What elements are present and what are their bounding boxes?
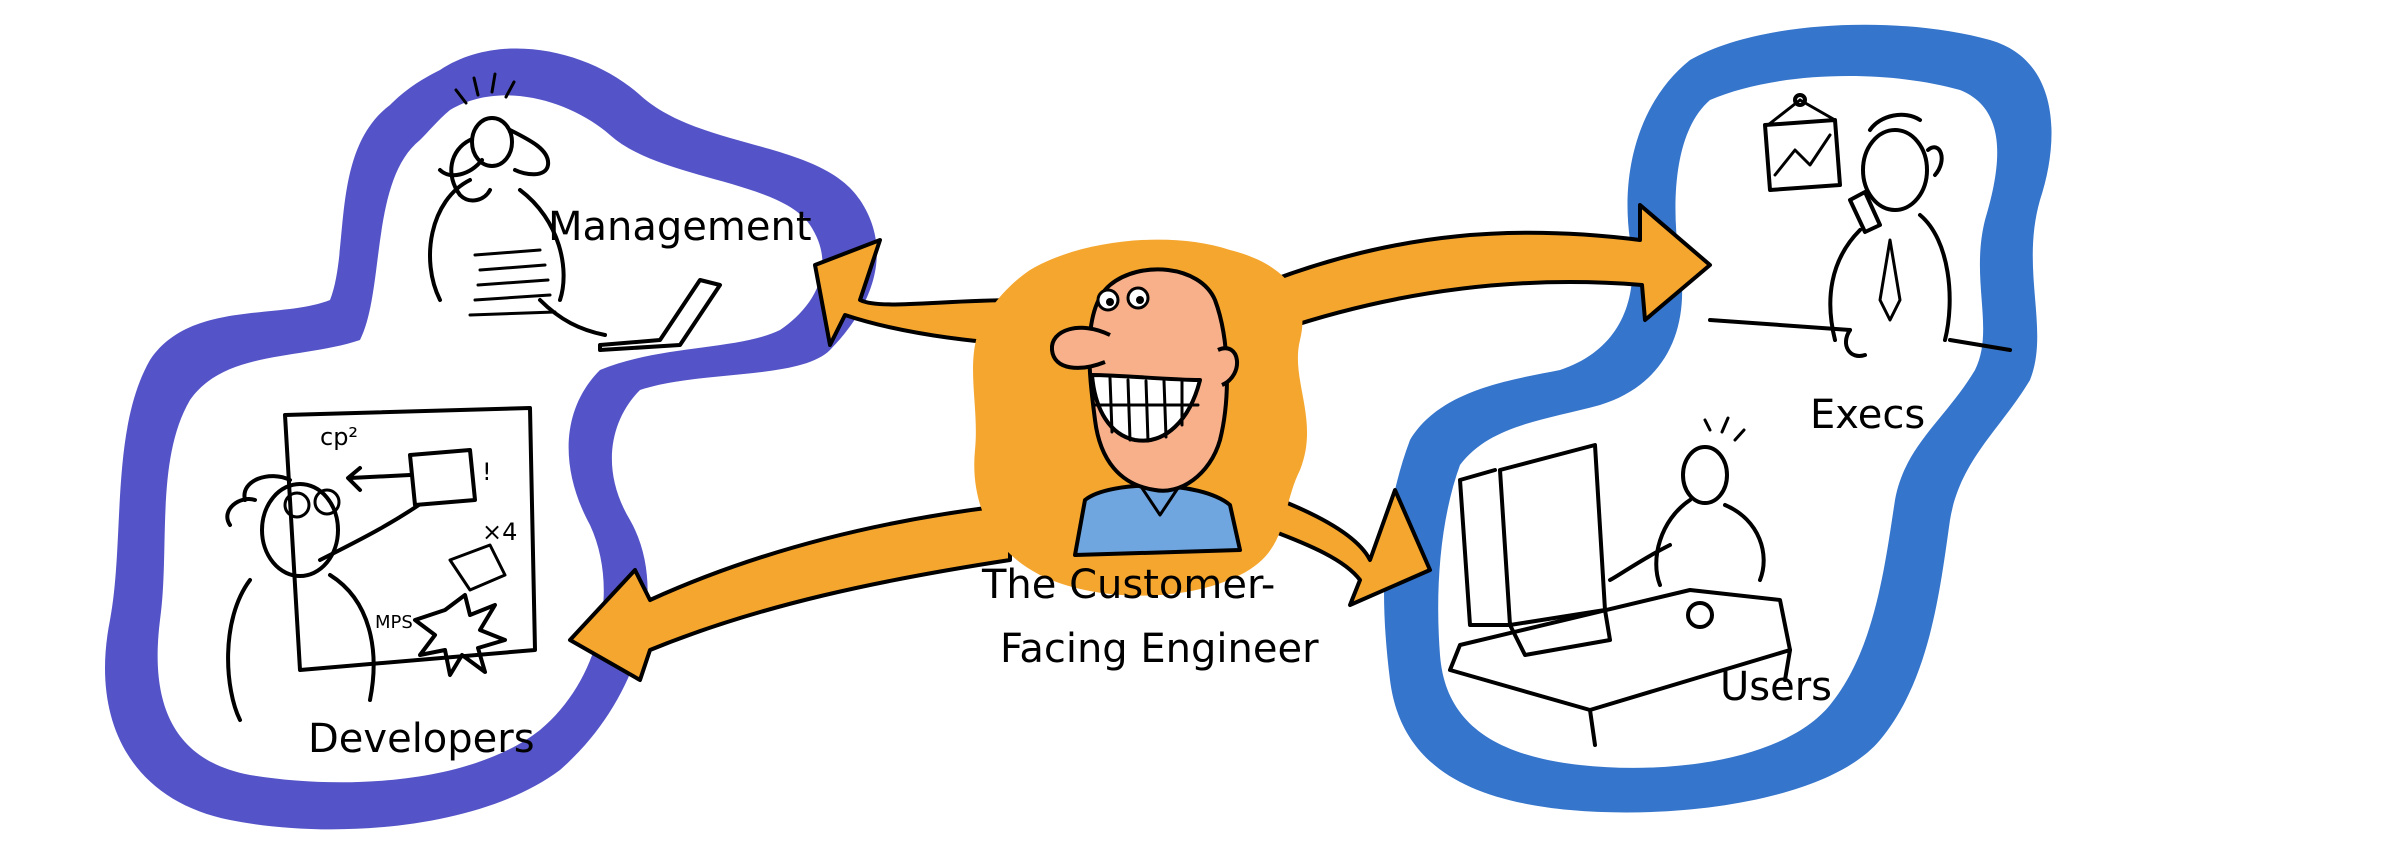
laptop-icon [598,278,722,352]
exec-body [1828,213,1952,342]
engineer-ear [1217,346,1239,387]
shirt [1073,483,1242,557]
scribble-cp2: cp² [320,423,358,451]
arrow-to-management[interactable] [813,238,1022,347]
tie-icon [1878,238,1902,322]
coffee-cup-icon [1686,601,1714,629]
scribble-exclaim: ! [482,458,492,486]
management-label: Management [548,204,812,250]
scribble-mps: MPS [375,612,413,633]
developer-body [226,573,376,722]
manager-head [470,116,514,168]
developer-head [260,482,340,578]
manager-body [428,178,566,302]
left-stakeholder-group: Management cp² ×4 MPS ! Developers [105,48,877,830]
exec-head [1861,128,1929,212]
computer-tower [1458,468,1512,627]
center-group: The Customer- Facing Engineer [568,203,1712,682]
engineer-nose [1049,325,1111,370]
engineer-label-line2: Facing Engineer [1000,626,1319,672]
user-body [1654,498,1766,587]
whiteboard [283,406,537,672]
developers-label: Developers [308,716,535,762]
right-stakeholder-group: Execs Users [1384,24,2052,813]
scribble-x4: ×4 [482,518,517,546]
phone-icon [1848,190,1882,234]
burst-shape [413,593,507,677]
wall-chart-icon [1763,118,1842,192]
developers-illustration [225,406,537,722]
users-label: Users [1720,664,1832,710]
arrow-to-developers[interactable] [568,503,1012,682]
management-illustration [428,72,722,352]
manager-phone-arm [449,138,492,203]
execs-label: Execs [1810,392,1925,438]
engineer-label-line1: The Customer- [981,562,1275,608]
right-blob-inner [1438,76,1998,768]
manager-sleeve [468,248,557,317]
execs-illustration [1708,93,2012,358]
desk-line [1708,318,2012,352]
users-illustration [1448,416,1792,747]
arrow-to-users[interactable] [1268,488,1432,607]
user-head [1681,445,1729,505]
note-arrow [346,466,412,492]
glasses-icon [283,488,341,519]
engineer-portrait [1049,267,1242,557]
left-blob-inner [157,95,823,783]
arrow-to-execs[interactable] [1258,203,1712,332]
sticky-note [408,448,477,507]
